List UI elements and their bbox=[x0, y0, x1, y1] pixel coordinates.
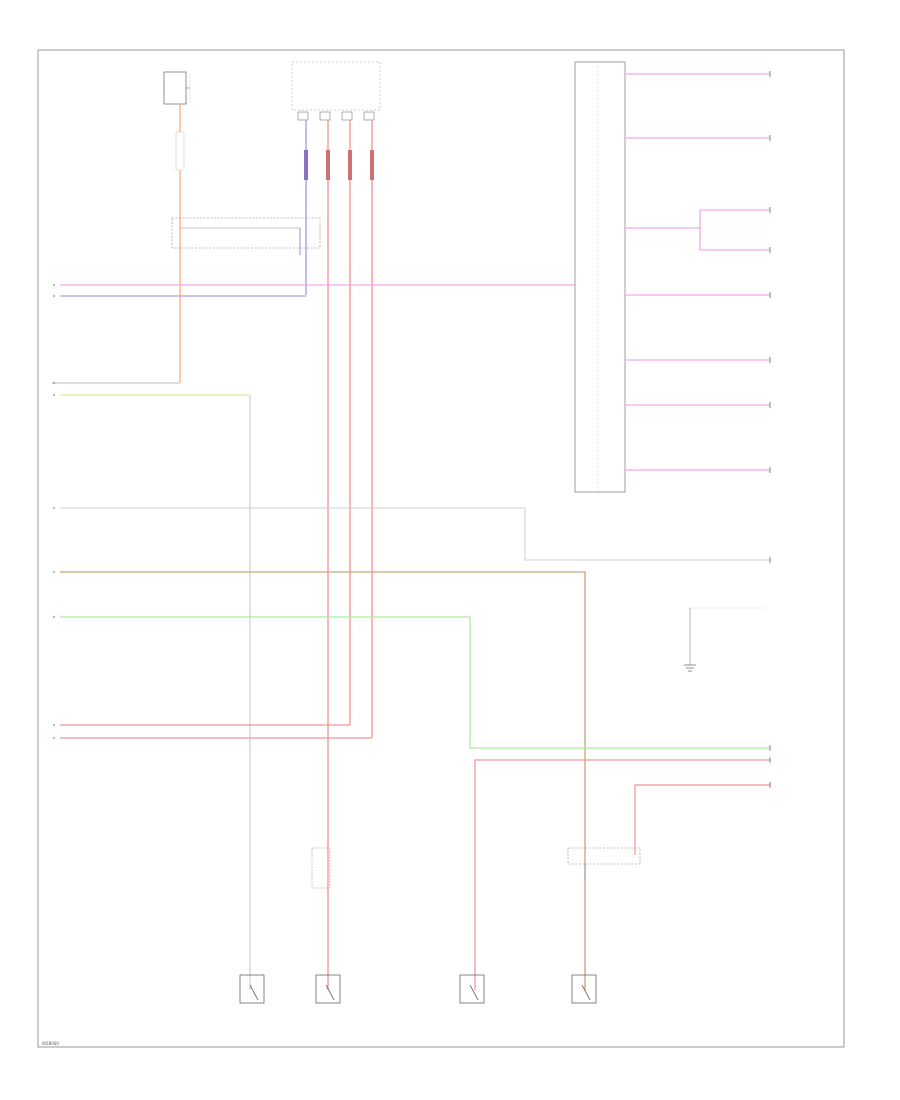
left-connector-markers bbox=[53, 284, 55, 739]
connector-pin bbox=[326, 150, 330, 180]
connector-pin bbox=[370, 150, 374, 180]
brown-bus-wire bbox=[60, 571, 586, 990]
bottom-connector-block bbox=[567, 847, 641, 880]
door-switch-3 bbox=[459, 974, 485, 1004]
c220-connector bbox=[175, 131, 185, 171]
green-bus-wire bbox=[60, 616, 770, 749]
rear-junction-module bbox=[574, 61, 626, 493]
connector-pin bbox=[348, 150, 352, 180]
gray-bus-wire bbox=[60, 507, 770, 561]
ignition-switch-module bbox=[291, 61, 381, 121]
diagram-code: W2B0S0 bbox=[42, 1041, 59, 1046]
red-right-wire-1 bbox=[474, 759, 770, 990]
red-right-wire-2 bbox=[634, 784, 770, 855]
diagram-border bbox=[37, 49, 845, 1048]
passenger-junction-box bbox=[171, 217, 321, 255]
connector-pin bbox=[304, 150, 308, 180]
output-wires bbox=[625, 73, 770, 471]
ground-symbol bbox=[684, 607, 765, 672]
door-switch-4 bbox=[571, 974, 597, 1004]
door-switch-left bbox=[239, 974, 265, 1004]
hot-at-all-times-fuse bbox=[163, 71, 191, 105]
door-switch-2 bbox=[315, 974, 341, 1004]
middle-module bbox=[311, 847, 331, 889]
